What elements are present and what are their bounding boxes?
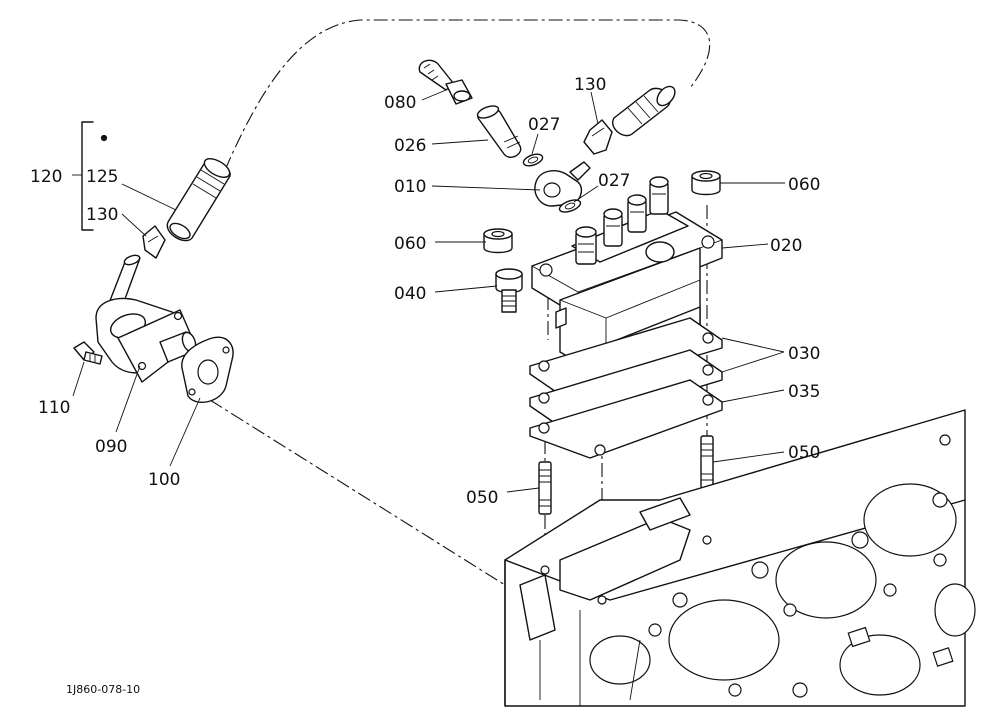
engine-crankcase bbox=[504, 409, 976, 707]
fuel-hose-125 bbox=[166, 158, 231, 242]
nut-060-right bbox=[691, 170, 721, 196]
part-label-026: 026 bbox=[394, 136, 426, 156]
part-label-050-right: 050 bbox=[788, 443, 820, 463]
fuel-hose-route-line bbox=[224, 19, 711, 171]
bracket-dot bbox=[100, 134, 108, 142]
shim-030-lower bbox=[529, 349, 723, 429]
shim-030-upper bbox=[529, 317, 723, 397]
part-label-120: 120 bbox=[30, 167, 62, 187]
banjo-010 bbox=[534, 161, 591, 207]
hose-clip-130-top bbox=[583, 119, 613, 155]
part-label-080: 080 bbox=[384, 93, 416, 113]
drawing-code: 1J860-078-10 bbox=[66, 683, 140, 696]
part-label-020: 020 bbox=[770, 236, 802, 256]
part-label-027-bottom: 027 bbox=[598, 171, 630, 191]
part-label-027-top: 027 bbox=[528, 115, 560, 135]
part-label-060-left: 060 bbox=[394, 234, 426, 254]
hose-clip-130-left bbox=[142, 225, 166, 259]
feed-pump-090 bbox=[95, 254, 197, 383]
group-bracket-120 bbox=[81, 121, 94, 231]
nut-060-left bbox=[483, 228, 513, 254]
washer-027-bottom bbox=[558, 199, 582, 213]
gasket-100 bbox=[181, 336, 234, 404]
stud-050-right bbox=[700, 435, 714, 489]
washer-027-top bbox=[522, 153, 544, 167]
gasket-035 bbox=[529, 379, 723, 459]
bolt-110 bbox=[73, 341, 103, 365]
part-label-035: 035 bbox=[788, 382, 820, 402]
fitting-026 bbox=[476, 105, 522, 158]
stud-050-left bbox=[538, 461, 552, 515]
part-label-060-right: 060 bbox=[788, 175, 820, 195]
part-label-130-top: 130 bbox=[574, 75, 606, 95]
part-label-130-left: 130 bbox=[86, 205, 118, 225]
part-label-110: 110 bbox=[38, 398, 70, 418]
part-label-030: 030 bbox=[788, 344, 820, 364]
leader-lines bbox=[72, 89, 785, 493]
part-label-050-left: 050 bbox=[466, 488, 498, 508]
part-label-040: 040 bbox=[394, 284, 426, 304]
hose-end-fitting bbox=[612, 85, 676, 137]
part-label-010: 010 bbox=[394, 177, 426, 197]
part-label-100: 100 bbox=[148, 470, 180, 490]
banjo-bolt-080 bbox=[418, 59, 473, 105]
part-label-090: 090 bbox=[95, 437, 127, 457]
bolt-040 bbox=[495, 268, 523, 313]
part-label-125: 125 bbox=[86, 167, 118, 187]
